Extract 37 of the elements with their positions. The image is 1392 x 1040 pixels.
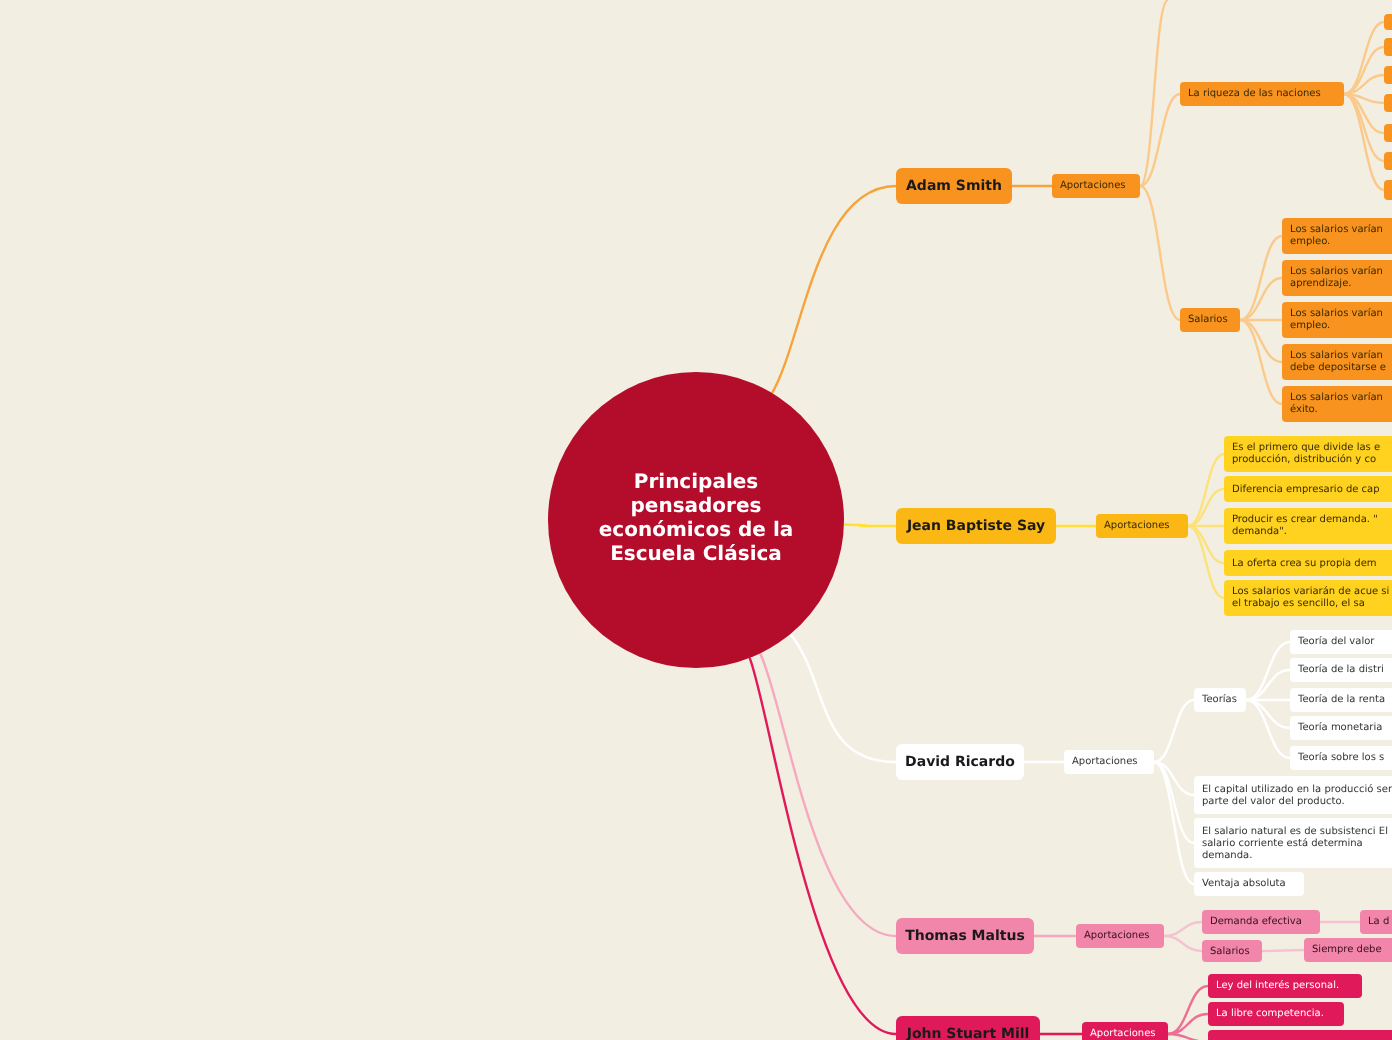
connector-line — [1163, 920, 1203, 938]
connector-line — [770, 184, 897, 394]
connector-line — [1320, 920, 1360, 924]
connector-line — [1167, 984, 1209, 1036]
connector-line — [1343, 45, 1385, 96]
connector-line — [1239, 276, 1283, 322]
connector-line — [1245, 640, 1291, 702]
connector-line — [1167, 1012, 1209, 1036]
connector-line — [1240, 318, 1282, 322]
connector-line — [1239, 234, 1283, 322]
connector-line — [1187, 452, 1225, 528]
connector-line — [843, 523, 896, 528]
connector-line — [789, 633, 897, 764]
connector-line — [1153, 760, 1195, 886]
connector-line — [1343, 92, 1385, 192]
connector-line — [1040, 1032, 1082, 1036]
connector-line — [1139, 0, 1169, 187]
connector-line — [1187, 524, 1225, 600]
connector-line — [1163, 934, 1203, 953]
connector-line — [1245, 698, 1291, 760]
connector-line — [1153, 698, 1195, 764]
connector-line — [748, 657, 897, 1036]
connector-line — [1139, 184, 1181, 322]
connector-line — [1187, 487, 1225, 528]
connector-line — [1139, 92, 1181, 188]
connector-line — [1262, 948, 1304, 953]
connector-line — [1153, 760, 1195, 797]
connector-line — [1034, 934, 1076, 938]
connector-line — [1239, 318, 1283, 364]
connector-line — [1343, 73, 1385, 96]
connector-line — [1012, 184, 1052, 188]
connector-line — [1056, 524, 1096, 528]
connector-line — [1239, 318, 1283, 406]
connector-line — [1187, 524, 1225, 565]
connector-line — [759, 652, 897, 938]
connector-line — [1343, 20, 1385, 96]
connector-line — [1188, 524, 1224, 528]
